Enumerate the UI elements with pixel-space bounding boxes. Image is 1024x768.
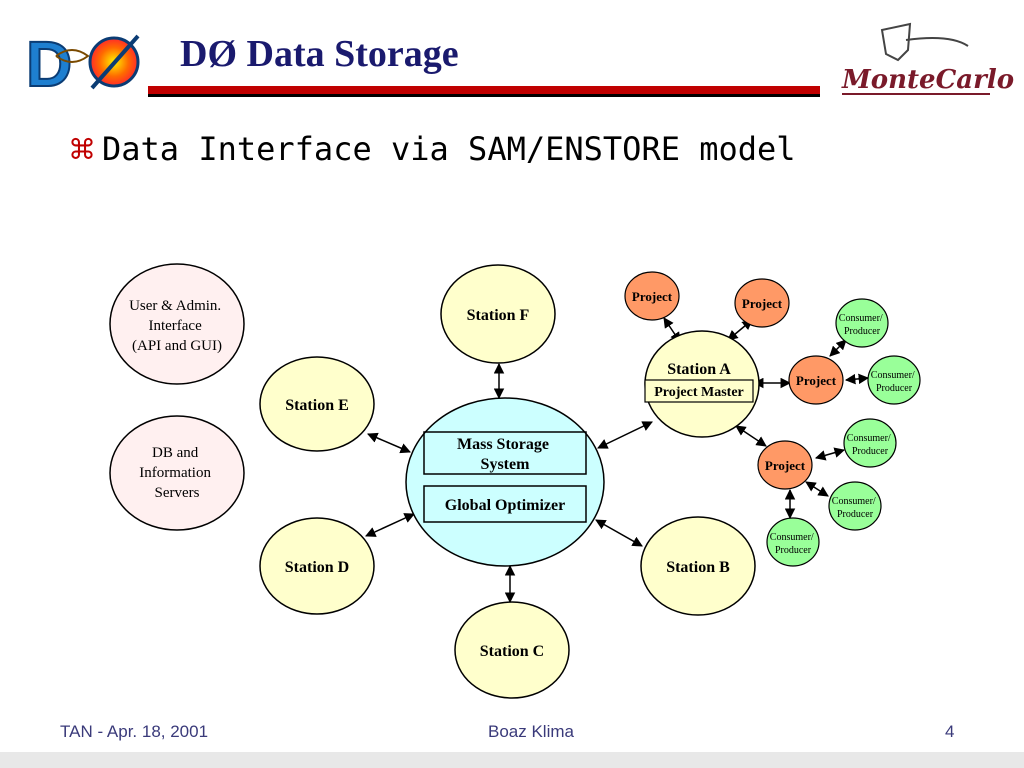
user-admin-line-2: Interface — [148, 318, 202, 334]
mass-storage-node — [405, 397, 605, 567]
svg-text:Consumer/ Producer: Consumer/ Producer — [770, 532, 816, 556]
svg-text:Mass Storage System: Mass Storage System — [457, 436, 553, 473]
station-e-label: Station E — [285, 397, 349, 414]
station-c-node — [454, 601, 570, 699]
project-node-3 — [788, 355, 844, 405]
svg-text:D: D — [26, 28, 72, 100]
station-c-label: Station C — [480, 643, 544, 660]
user-admin-line-1: User & Admin. — [129, 298, 221, 314]
consumer-producer-node-2 — [867, 355, 921, 405]
arrow-d-mss — [365, 513, 415, 537]
project-label-1: Project — [632, 289, 673, 304]
db-info-servers-node — [109, 415, 245, 531]
consumer-3-line-1: Consumer/ — [847, 433, 891, 444]
svg-text:Consumer/ Producer: Consumer/ Producer — [832, 496, 878, 520]
footer-date: TAN - Apr. 18, 2001 — [60, 722, 209, 741]
footer-page-number: 4 — [945, 722, 955, 741]
consumer-2-line-1: Consumer/ — [871, 370, 915, 381]
project-node-4 — [757, 440, 813, 490]
consumer-3-line-2: Producer — [852, 446, 889, 457]
arrow-e-mss — [367, 432, 411, 454]
bullet-item: ⌘ Data Interface via SAM/ENSTORE model — [68, 130, 796, 168]
consumer-producer-node-1 — [835, 298, 889, 348]
bottom-band — [0, 752, 1024, 768]
station-b-label: Station B — [666, 559, 730, 576]
db-servers-line-3: Servers — [155, 485, 200, 501]
bullet-text: Data Interface via SAM/ENSTORE model — [102, 130, 796, 168]
consumer-5-line-1: Consumer/ — [770, 532, 814, 543]
arrow-p3-cp1 — [829, 339, 847, 357]
consumer-1-line-1: Consumer/ — [839, 313, 883, 324]
station-e-node — [259, 356, 375, 452]
mass-storage-line-1: Mass Storage — [457, 436, 549, 453]
user-admin-interface-node — [109, 263, 245, 385]
dzero-logo: D — [25, 27, 140, 101]
svg-text:User & Admin. Interface: User & Admin. Interface (API and GUI) — [129, 298, 225, 354]
db-servers-line-1: DB and — [152, 445, 199, 461]
consumer-producer-node-5 — [766, 517, 820, 567]
station-d-label: Station D — [285, 559, 349, 576]
station-f-label: Station F — [467, 307, 530, 324]
project-master-box — [644, 379, 754, 403]
arrow-p4-cp3 — [814, 447, 846, 461]
svg-text:MonteCarlo: MonteCarlo — [841, 65, 1014, 95]
arrow-p3-cp2 — [844, 373, 870, 385]
project-label-2: Project — [742, 296, 783, 311]
consumer-4-line-2: Producer — [837, 509, 874, 520]
project-master-label: Project Master — [654, 385, 744, 400]
arrow-b-mss — [595, 519, 643, 547]
station-d-node — [259, 517, 375, 615]
station-f-node — [440, 264, 556, 364]
consumer-5-line-2: Producer — [775, 545, 812, 556]
user-admin-line-3: (API and GUI) — [132, 338, 222, 354]
arrow-p4-cp4 — [805, 481, 829, 497]
footer-author: Boaz Klima — [488, 722, 574, 741]
project-label-3: Project — [796, 373, 837, 388]
consumer-4-line-1: Consumer/ — [832, 496, 876, 507]
consumer-producer-node-4 — [828, 481, 882, 531]
svg-text:Consumer/ Producer: Consumer/ Producer — [871, 370, 917, 394]
svg-text:DB and Information Ser: DB and Information Servers — [139, 445, 214, 501]
mass-storage-line-2: System — [481, 456, 531, 473]
svg-text:Consumer/ Producer: Consumer/ Producer — [847, 433, 893, 457]
svg-text:Consumer/ Producer: Consumer/ Producer — [839, 313, 885, 337]
db-servers-line-2: Information — [139, 465, 211, 481]
station-b-node — [640, 516, 756, 616]
global-optimizer-box — [423, 485, 587, 523]
command-icon: ⌘ — [68, 132, 96, 166]
consumer-2-line-2: Producer — [876, 383, 913, 394]
title-underline-red — [148, 86, 820, 94]
slide-title: DØ Data Storage — [180, 33, 459, 75]
mass-storage-box — [423, 431, 587, 475]
project-node-2 — [734, 278, 790, 328]
arrow-a-mss — [597, 421, 653, 449]
consumer-1-line-2: Producer — [844, 326, 881, 337]
montecarlo-logo: MonteCarlo — [841, 22, 1014, 95]
global-optimizer-label: Global Optimizer — [445, 497, 565, 514]
arrow-a-proj4 — [735, 425, 767, 447]
project-node-1 — [624, 271, 680, 321]
project-label-4: Project — [765, 458, 806, 473]
station-a-label: Station A — [667, 361, 731, 378]
title-underline-black — [148, 94, 820, 97]
consumer-producer-node-3 — [843, 418, 897, 468]
